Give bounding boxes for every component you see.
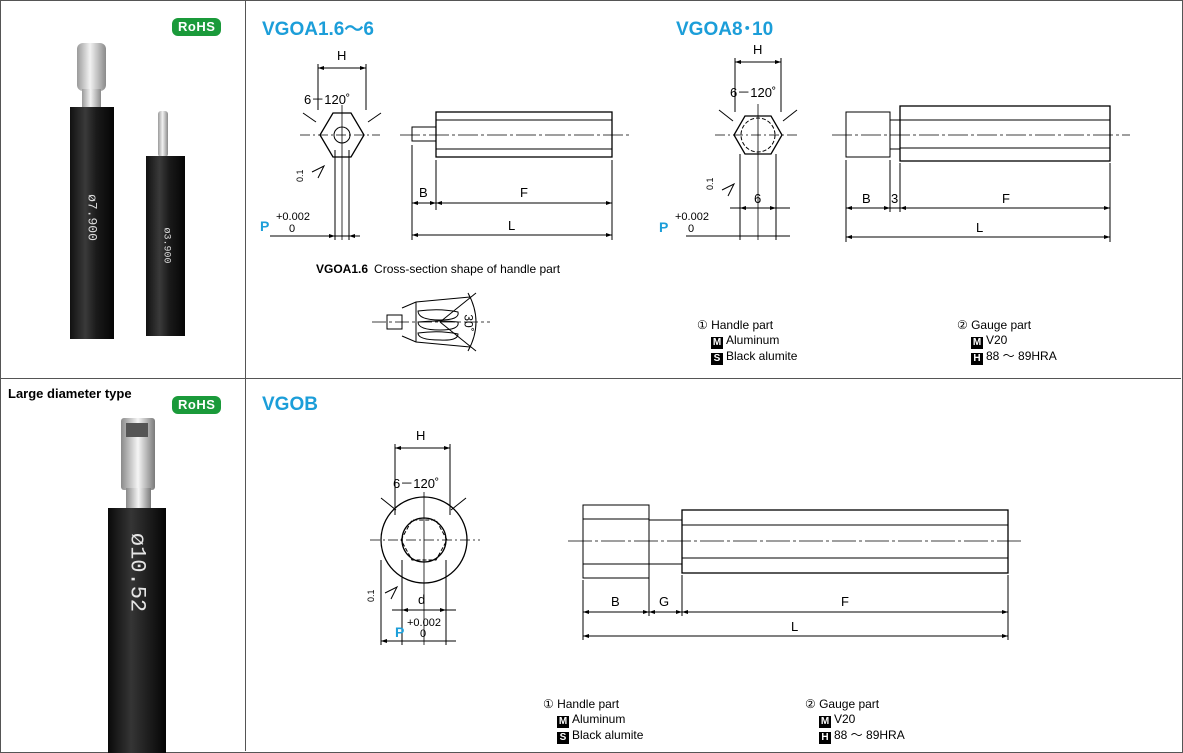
handle-material: Aluminum xyxy=(572,712,626,726)
handle-finish: Black alumite xyxy=(572,728,644,742)
dim-b-label: B xyxy=(419,185,428,200)
large-diameter-label: Large diameter type xyxy=(8,386,132,401)
dim-angle-label: 6－120˚ xyxy=(304,92,350,107)
drawing-vgoa-small xyxy=(270,64,630,240)
dim-f-label-vgob: F xyxy=(841,594,849,609)
product-photo-large xyxy=(108,418,166,753)
gauge-title: ② Gauge part xyxy=(805,697,880,711)
cross-section-drawing xyxy=(372,292,490,352)
dim-p-label-b: P xyxy=(659,219,668,235)
drawing-vgoa-large xyxy=(686,58,1130,242)
cross-section-caption: VGOA1.6 Cross-section shape of handle par… xyxy=(316,262,560,276)
labels-vgoa-small: H 6－120˚ B F L P +0.002 0 0.1 xyxy=(260,48,528,235)
gauge-title: ② Gauge part xyxy=(957,318,1032,332)
finish-label: 0.1 xyxy=(295,169,305,182)
dim-l-label-vgob: L xyxy=(791,619,798,634)
labels-vgoa-large: H 6－120˚ 6 B 3 F L P +0.002 0 0.1 xyxy=(659,42,1010,235)
rohs-badge-bottom: RoHS xyxy=(172,396,222,414)
dim-f-label-b: F xyxy=(1002,191,1010,206)
dim-h-label-b: H xyxy=(753,42,762,57)
dim-tol-zero: 0 xyxy=(289,223,295,235)
handle-title: ① Handle part xyxy=(543,697,620,711)
hardness-badge: H xyxy=(819,732,831,744)
material-badge: M xyxy=(711,337,723,349)
dim-d-label: d xyxy=(418,592,425,607)
hardness-badge: H xyxy=(971,353,983,365)
dim-h-label: H xyxy=(337,48,346,63)
cross-section-text: Cross-section shape of handle part xyxy=(374,262,561,276)
rohs-badge: RoHS xyxy=(172,18,222,36)
series-title-vgoa-large: VGOA8･10 xyxy=(676,19,774,40)
gauge-hardness: 88 ～ 89HRA xyxy=(834,728,905,742)
dim-tol-plus-b: +0.002 xyxy=(675,211,709,223)
dim-p-label: P xyxy=(260,218,269,234)
finish-label-b: 0.1 xyxy=(705,177,715,190)
column-divider xyxy=(245,0,246,751)
cross-section-model: VGOA1.6 xyxy=(316,262,369,276)
dim-f-label: F xyxy=(520,185,528,200)
dim-three-label: 3 xyxy=(891,191,898,206)
dim-h-label-vgob: H xyxy=(416,428,425,443)
gauge-material: V20 xyxy=(834,712,856,726)
dim-angle-label-vgob: 6－120˚ xyxy=(393,476,439,491)
surface-badge: S xyxy=(557,732,569,744)
dim-tol-plus-vgob: +0.002 xyxy=(407,617,441,629)
material-badge: M xyxy=(557,716,569,728)
series-title-vgob: VGOB xyxy=(262,394,318,415)
dim-l-label: L xyxy=(508,218,515,233)
handle-finish: Black alumite xyxy=(726,349,798,363)
material-badge: M xyxy=(971,337,983,349)
handle-title: ① Handle part xyxy=(697,318,774,332)
handle-material: Aluminum xyxy=(726,333,780,347)
dim-angle-label-b: 6－120˚ xyxy=(730,85,776,100)
finish-label-vgob: 0.1 xyxy=(366,589,376,602)
material-badge: M xyxy=(819,716,831,728)
gauge-hardness: 88 ～ 89HRA xyxy=(986,349,1057,363)
product-photo-pins xyxy=(70,43,185,339)
dim-tol-plus: +0.002 xyxy=(276,211,310,223)
dim-six-label: 6 xyxy=(754,191,761,206)
surface-badge: S xyxy=(711,353,723,365)
gauge-material: V20 xyxy=(986,333,1008,347)
row-divider xyxy=(0,378,1181,379)
dim-p-label-vgob: P xyxy=(395,624,404,640)
series-title-vgoa-small: VGOA1.6～6 xyxy=(262,19,374,40)
dim-tol-zero-b: 0 xyxy=(688,223,694,235)
dim-g-label: G xyxy=(659,594,669,609)
dim-b-label-vgob: B xyxy=(611,594,620,609)
dim-tol-zero-vgob: 0 xyxy=(420,628,426,640)
dim-l-label-b: L xyxy=(976,220,983,235)
dim-b-label-b: B xyxy=(862,191,871,206)
